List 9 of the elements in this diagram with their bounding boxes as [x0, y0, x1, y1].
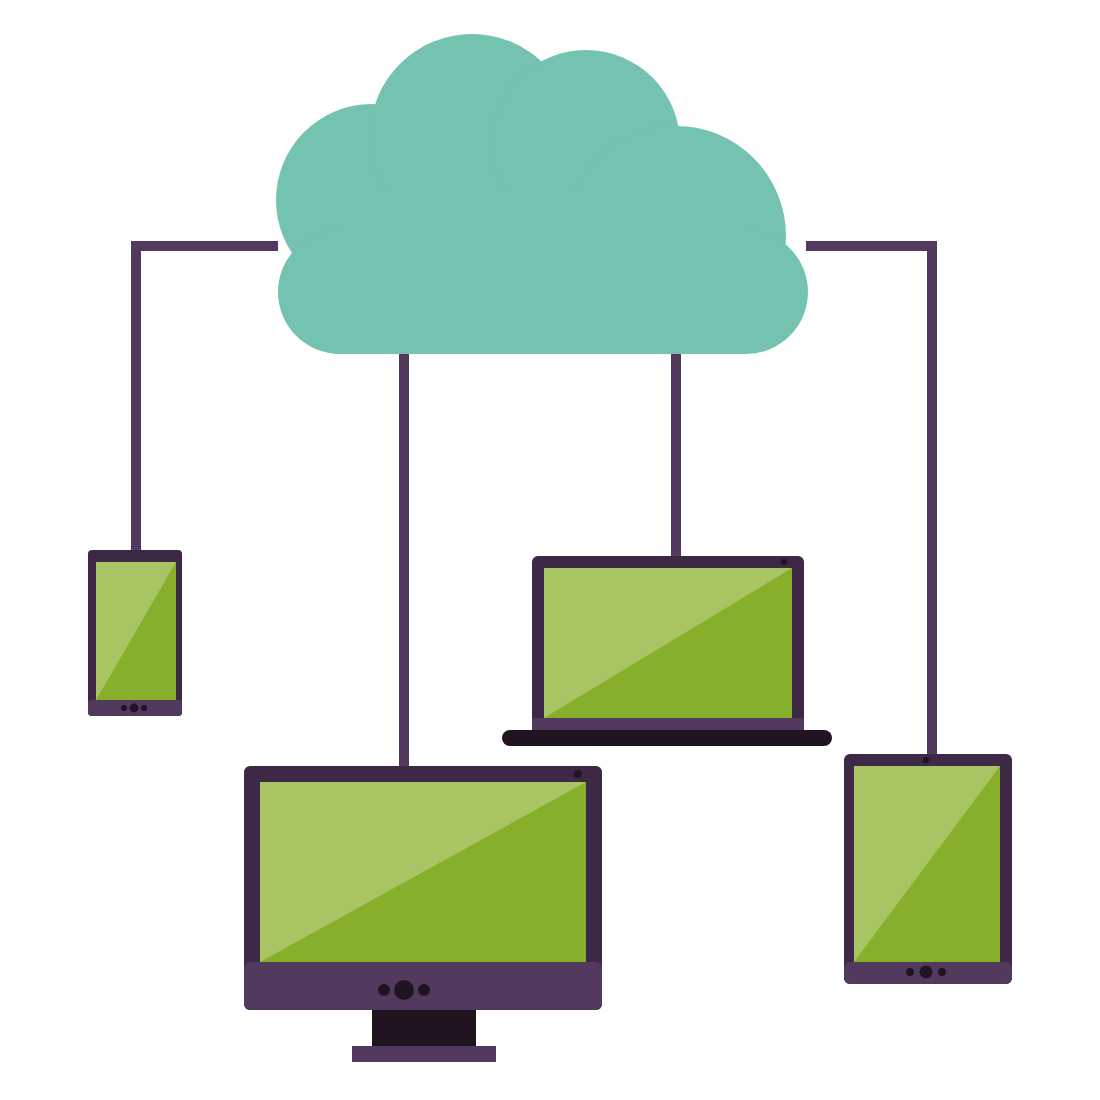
tablet-drawing: [844, 754, 1012, 984]
laptop-drawing: [502, 556, 832, 746]
connector-line: [399, 354, 409, 766]
connector-line: [671, 354, 681, 556]
smartphone-drawing: [88, 550, 182, 716]
connector-line: [131, 241, 278, 550]
desktop-monitor-drawing: [244, 766, 602, 1062]
connector-line: [806, 241, 937, 754]
cloud-shape: [274, 34, 808, 356]
